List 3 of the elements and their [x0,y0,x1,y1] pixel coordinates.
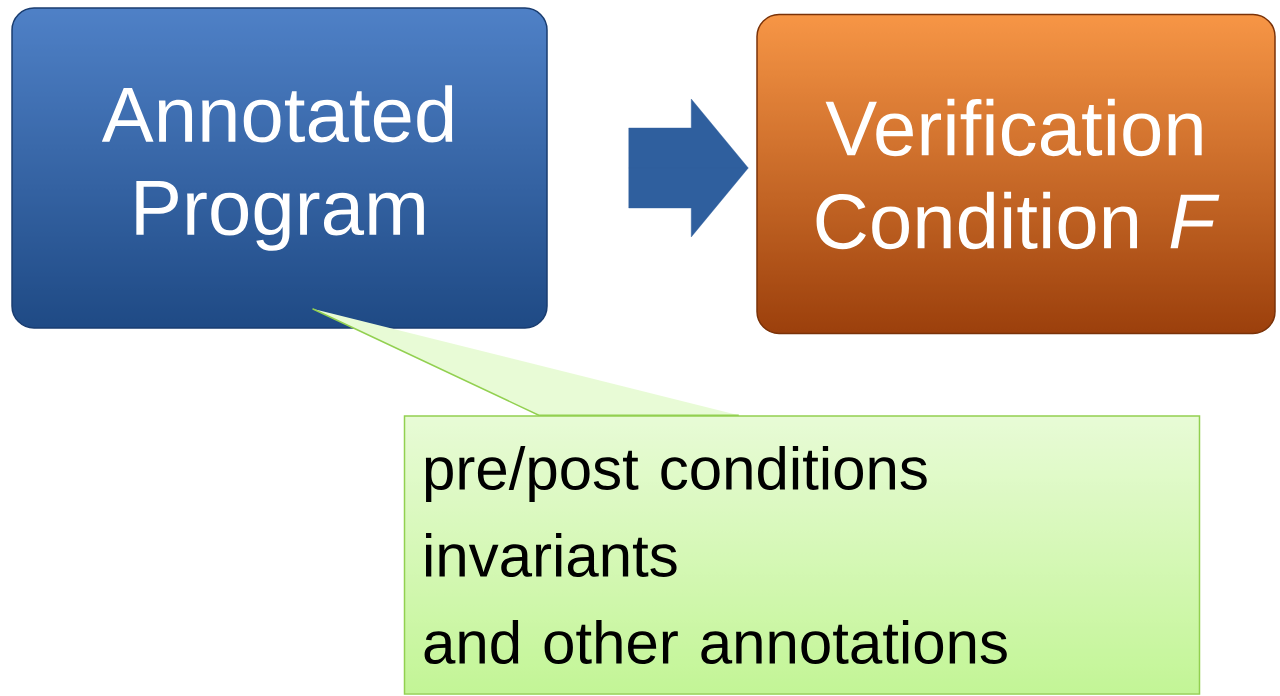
process-box: Verification Condition F [756,13,1276,335]
block-arrow [628,98,749,238]
callout-pointer [311,308,740,416]
